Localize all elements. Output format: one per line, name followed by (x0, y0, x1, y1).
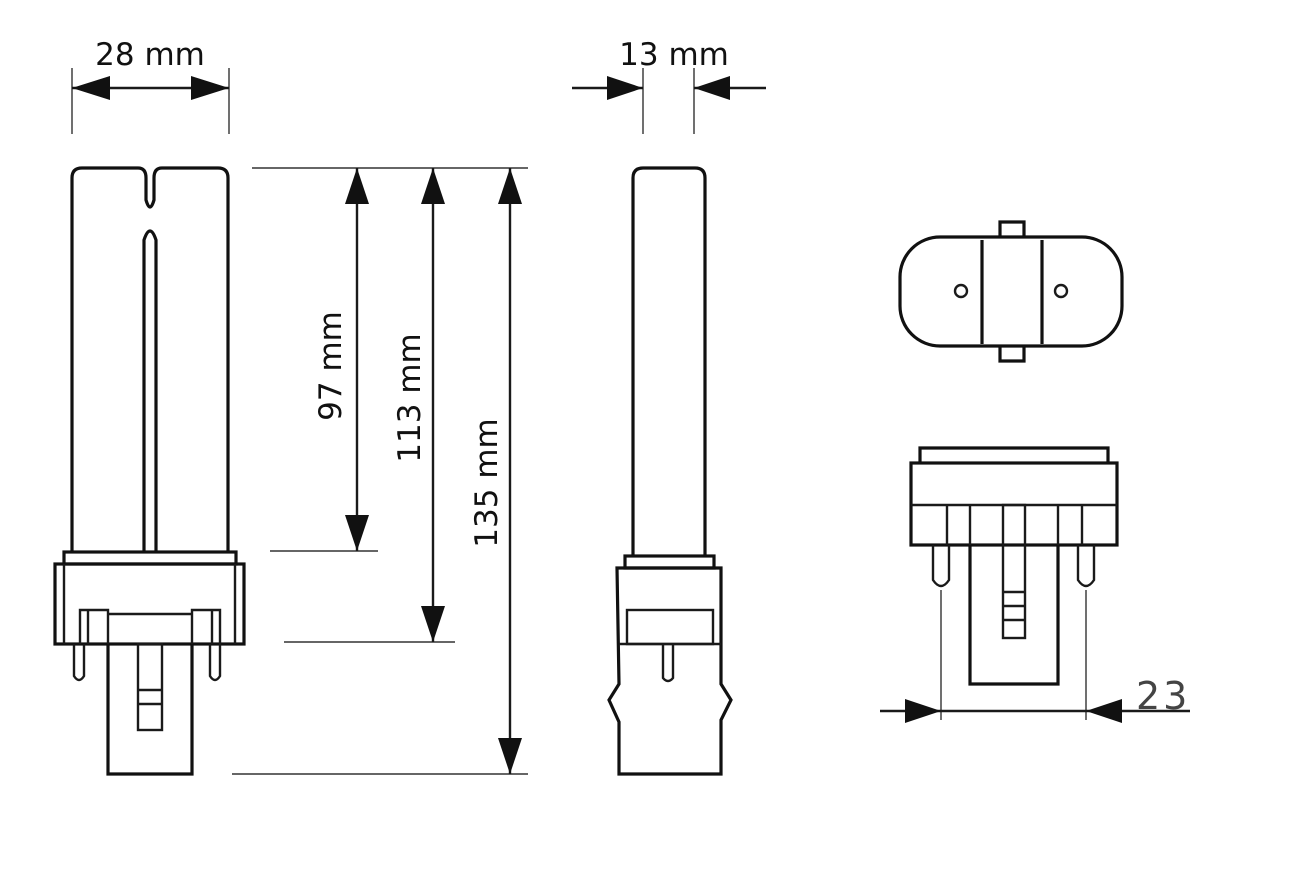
height-113-dimension: 113 mm (392, 168, 445, 642)
width-dimension: 28 mm (71, 37, 230, 134)
base-pin-left (931, 545, 951, 588)
front-tube-outline (70, 166, 230, 552)
bottom-view (898, 220, 1124, 363)
front-collar (62, 550, 238, 566)
depth-dimension: 13 mm (572, 37, 766, 134)
height-113-label: 113 mm (392, 333, 428, 462)
bottom-pin-right (1053, 283, 1069, 299)
width-label: 28 mm (95, 37, 205, 73)
pin-spacing-dimension: 23 (880, 590, 1190, 723)
height-97-dimension: 97 mm (313, 168, 369, 551)
front-pin-left (72, 644, 86, 682)
side-base (607, 566, 733, 776)
front-view (53, 166, 246, 776)
pin-spacing-label: 23 (1136, 674, 1190, 718)
height-extension-lines (232, 167, 528, 775)
front-pin-right (208, 644, 222, 682)
front-key (106, 644, 194, 776)
side-collar (623, 554, 716, 570)
bottom-pin-left (953, 283, 969, 299)
height-135-label: 135 mm (469, 418, 505, 547)
side-view (607, 166, 733, 776)
base-pin-right (1076, 545, 1096, 588)
front-base (53, 562, 246, 646)
depth-label: 13 mm (619, 37, 729, 73)
height-135-dimension: 135 mm (469, 168, 522, 774)
bottom-outline (898, 235, 1124, 348)
height-97-label: 97 mm (313, 311, 349, 421)
base-detail-view (909, 446, 1119, 686)
front-tube-slot (142, 229, 158, 552)
side-tube-outline (631, 166, 707, 556)
